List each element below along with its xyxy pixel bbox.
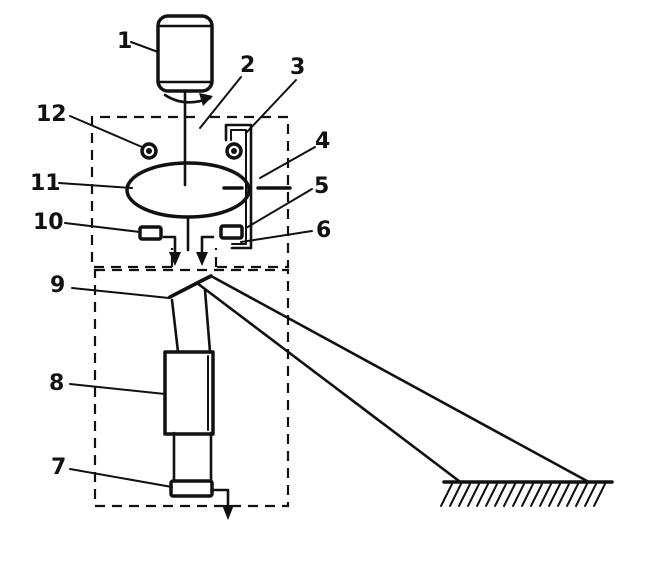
label-1: 1 [117, 29, 132, 54]
ground-hatch-line [440, 483, 453, 507]
ground-hatch-line [458, 483, 471, 507]
ground-hatch-line [593, 483, 606, 507]
upper-right-housing [210, 115, 290, 269]
label-6: 6 [316, 218, 331, 243]
label-2: 2 [240, 53, 255, 78]
ground-hatch-line [449, 483, 462, 507]
reference-source-icon [140, 142, 158, 160]
ground-hatch-line [512, 483, 525, 507]
ground-hatch-line [566, 483, 579, 507]
motor-shaft [163, 89, 213, 187]
label-9: 9 [50, 273, 65, 298]
label-10: 10 [33, 210, 64, 235]
label-12: 12 [36, 102, 67, 127]
label-7: 7 [51, 455, 66, 480]
label-8: 8 [49, 371, 64, 396]
ground-hatch-line [548, 483, 561, 507]
label-4: 4 [315, 129, 330, 154]
ground-hatch-line [584, 483, 597, 507]
ground-hatch-line [557, 483, 570, 507]
rotating-reflector [125, 161, 251, 219]
lower-housing [93, 268, 290, 508]
scan-mirror [168, 274, 589, 483]
beam-arrows [162, 215, 215, 266]
detector [169, 479, 234, 520]
ground-hatch-line [485, 483, 498, 507]
ground-surface [440, 480, 614, 507]
right-sensor [219, 224, 244, 240]
converging-beams [170, 288, 213, 482]
ground-hatch-line [494, 483, 507, 507]
label-5: 5 [314, 174, 329, 199]
left-sensor [138, 225, 163, 241]
ground-hatch-line [467, 483, 480, 507]
motor [156, 14, 214, 93]
upper-left-housing [90, 115, 195, 269]
optics-block [163, 350, 215, 436]
label-3: 3 [290, 55, 305, 80]
part-labels: 1 2 3 4 5 6 7 8 9 10 11 12 [30, 29, 331, 480]
ground-hatch-line [539, 483, 552, 507]
ground-hatch-line [530, 483, 543, 507]
ground-hatch-line [575, 483, 588, 507]
ground-hatch-line [476, 483, 489, 507]
lamp-bracket [224, 123, 253, 250]
ground-hatch-line [503, 483, 516, 507]
leader-lines [58, 41, 316, 488]
ground-hatch-line [521, 483, 534, 507]
label-11: 11 [30, 171, 61, 196]
